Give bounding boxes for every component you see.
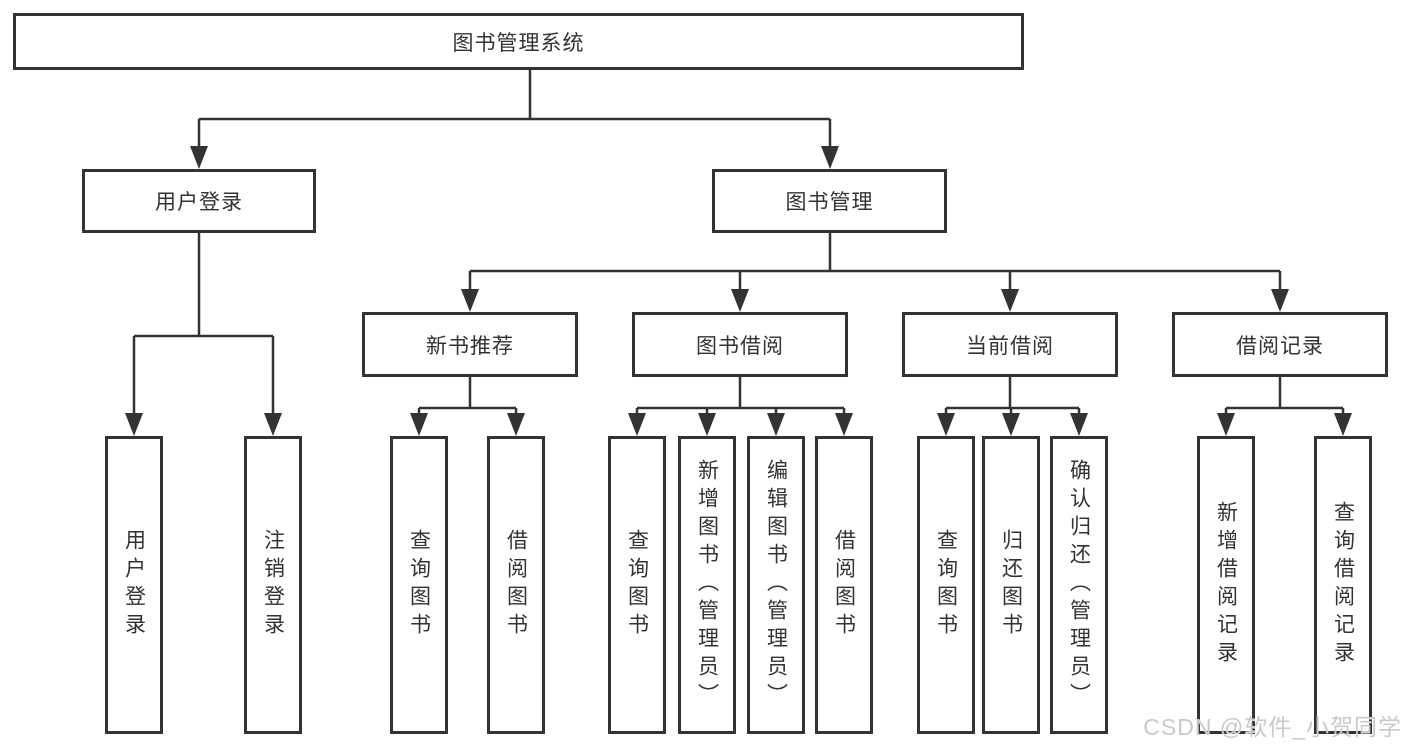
node-logout: 注销登录 (244, 436, 302, 734)
arrowhead-icon (767, 413, 785, 436)
arrowhead-icon (461, 289, 479, 312)
arrowhead-icon (1271, 289, 1289, 312)
node-edit-book-admin: 编辑图书（管理员） (747, 436, 805, 734)
node-query-books-recommend: 查询图书 (390, 436, 448, 734)
node-return-book: 归还图书 (982, 436, 1040, 734)
node-user-login: 用户登录 (82, 169, 316, 233)
arrowhead-icon (731, 289, 749, 312)
arrowhead-icon (410, 413, 428, 436)
node-confirm-return-admin: 确认归还（管理员） (1050, 436, 1108, 734)
node-book-borrow-label: 图书借阅 (696, 334, 784, 358)
node-user-login-action: 用户登录 (105, 436, 163, 734)
arrowheads (125, 146, 1352, 436)
node-new-book-recommend-label: 新书推荐 (426, 334, 514, 358)
arrowhead-icon (1070, 413, 1088, 436)
node-add-borrow-record: 新增借阅记录 (1197, 436, 1255, 734)
arrowhead-icon (835, 413, 853, 436)
node-edit-book-admin-label: 编辑图书（管理员） (764, 459, 788, 711)
node-current-borrow-label: 当前借阅 (966, 334, 1054, 358)
node-return-book-label: 归还图书 (999, 529, 1023, 641)
arrowhead-icon (190, 146, 208, 169)
arrowhead-icon (1334, 413, 1352, 436)
node-logout-label: 注销登录 (261, 529, 285, 641)
node-current-borrow: 当前借阅 (902, 312, 1118, 377)
node-borrow-records-label: 借阅记录 (1236, 334, 1324, 358)
arrowhead-icon (1217, 413, 1235, 436)
arrowhead-icon (264, 413, 282, 436)
arrowhead-icon (628, 413, 646, 436)
node-query-borrow-record-label: 查询借阅记录 (1331, 501, 1355, 669)
node-borrow-book-recommend: 借阅图书 (487, 436, 545, 734)
node-book-borrow: 图书借阅 (632, 312, 848, 377)
arrowhead-icon (507, 413, 525, 436)
arrowhead-icon (821, 146, 839, 169)
node-add-book-admin: 新增图书（管理员） (678, 436, 736, 734)
node-borrow-book: 借阅图书 (815, 436, 873, 734)
arrowhead-icon (698, 413, 716, 436)
node-query-books-current-label: 查询图书 (934, 529, 958, 641)
node-user-login-action-label: 用户登录 (122, 529, 146, 641)
arrowhead-icon (1002, 413, 1020, 436)
arrowhead-icon (937, 413, 955, 436)
node-book-management: 图书管理 (712, 169, 947, 233)
node-add-borrow-record-label: 新增借阅记录 (1214, 501, 1238, 669)
node-add-book-admin-label: 新增图书（管理员） (695, 459, 719, 711)
node-query-books-recommend-label: 查询图书 (407, 529, 431, 641)
node-query-books-borrow: 查询图书 (608, 436, 666, 734)
node-query-borrow-record: 查询借阅记录 (1314, 436, 1372, 734)
csdn-watermark: CSDN @软件_小贺同学 (1143, 714, 1402, 740)
node-user-login-label: 用户登录 (155, 191, 243, 214)
node-borrow-book-recommend-label: 借阅图书 (504, 529, 528, 641)
node-root-label: 图书管理系统 (452, 31, 585, 55)
node-query-books-current: 查询图书 (917, 436, 975, 734)
node-borrow-records: 借阅记录 (1172, 312, 1388, 377)
arrowhead-icon (125, 413, 143, 436)
node-root: 图书管理系统 (13, 13, 1024, 70)
node-borrow-book-label: 借阅图书 (832, 529, 856, 641)
arrowhead-icon (1001, 289, 1019, 312)
node-book-management-label: 图书管理 (785, 191, 874, 214)
node-confirm-return-admin-label: 确认归还（管理员） (1067, 459, 1091, 711)
node-new-book-recommend: 新书推荐 (362, 312, 578, 377)
node-query-books-borrow-label: 查询图书 (625, 529, 649, 641)
